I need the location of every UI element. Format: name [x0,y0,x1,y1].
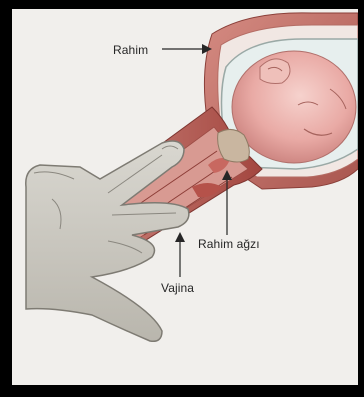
vagina-arrow [175,232,185,277]
vagina-label: Vajina [161,281,194,295]
baby-head [232,51,356,163]
anatomy-illustration [12,9,358,385]
cervix-arrow [222,170,232,235]
uterus-arrow [162,44,212,54]
photo-frame: Rahim Rahim ağzı Vajina [4,3,360,389]
uterus-label: Rahim [113,43,148,57]
hand [26,141,189,341]
cervix-label: Rahim ağzı [198,237,260,251]
book-page: Rahim Rahim ağzı Vajina [12,9,358,385]
